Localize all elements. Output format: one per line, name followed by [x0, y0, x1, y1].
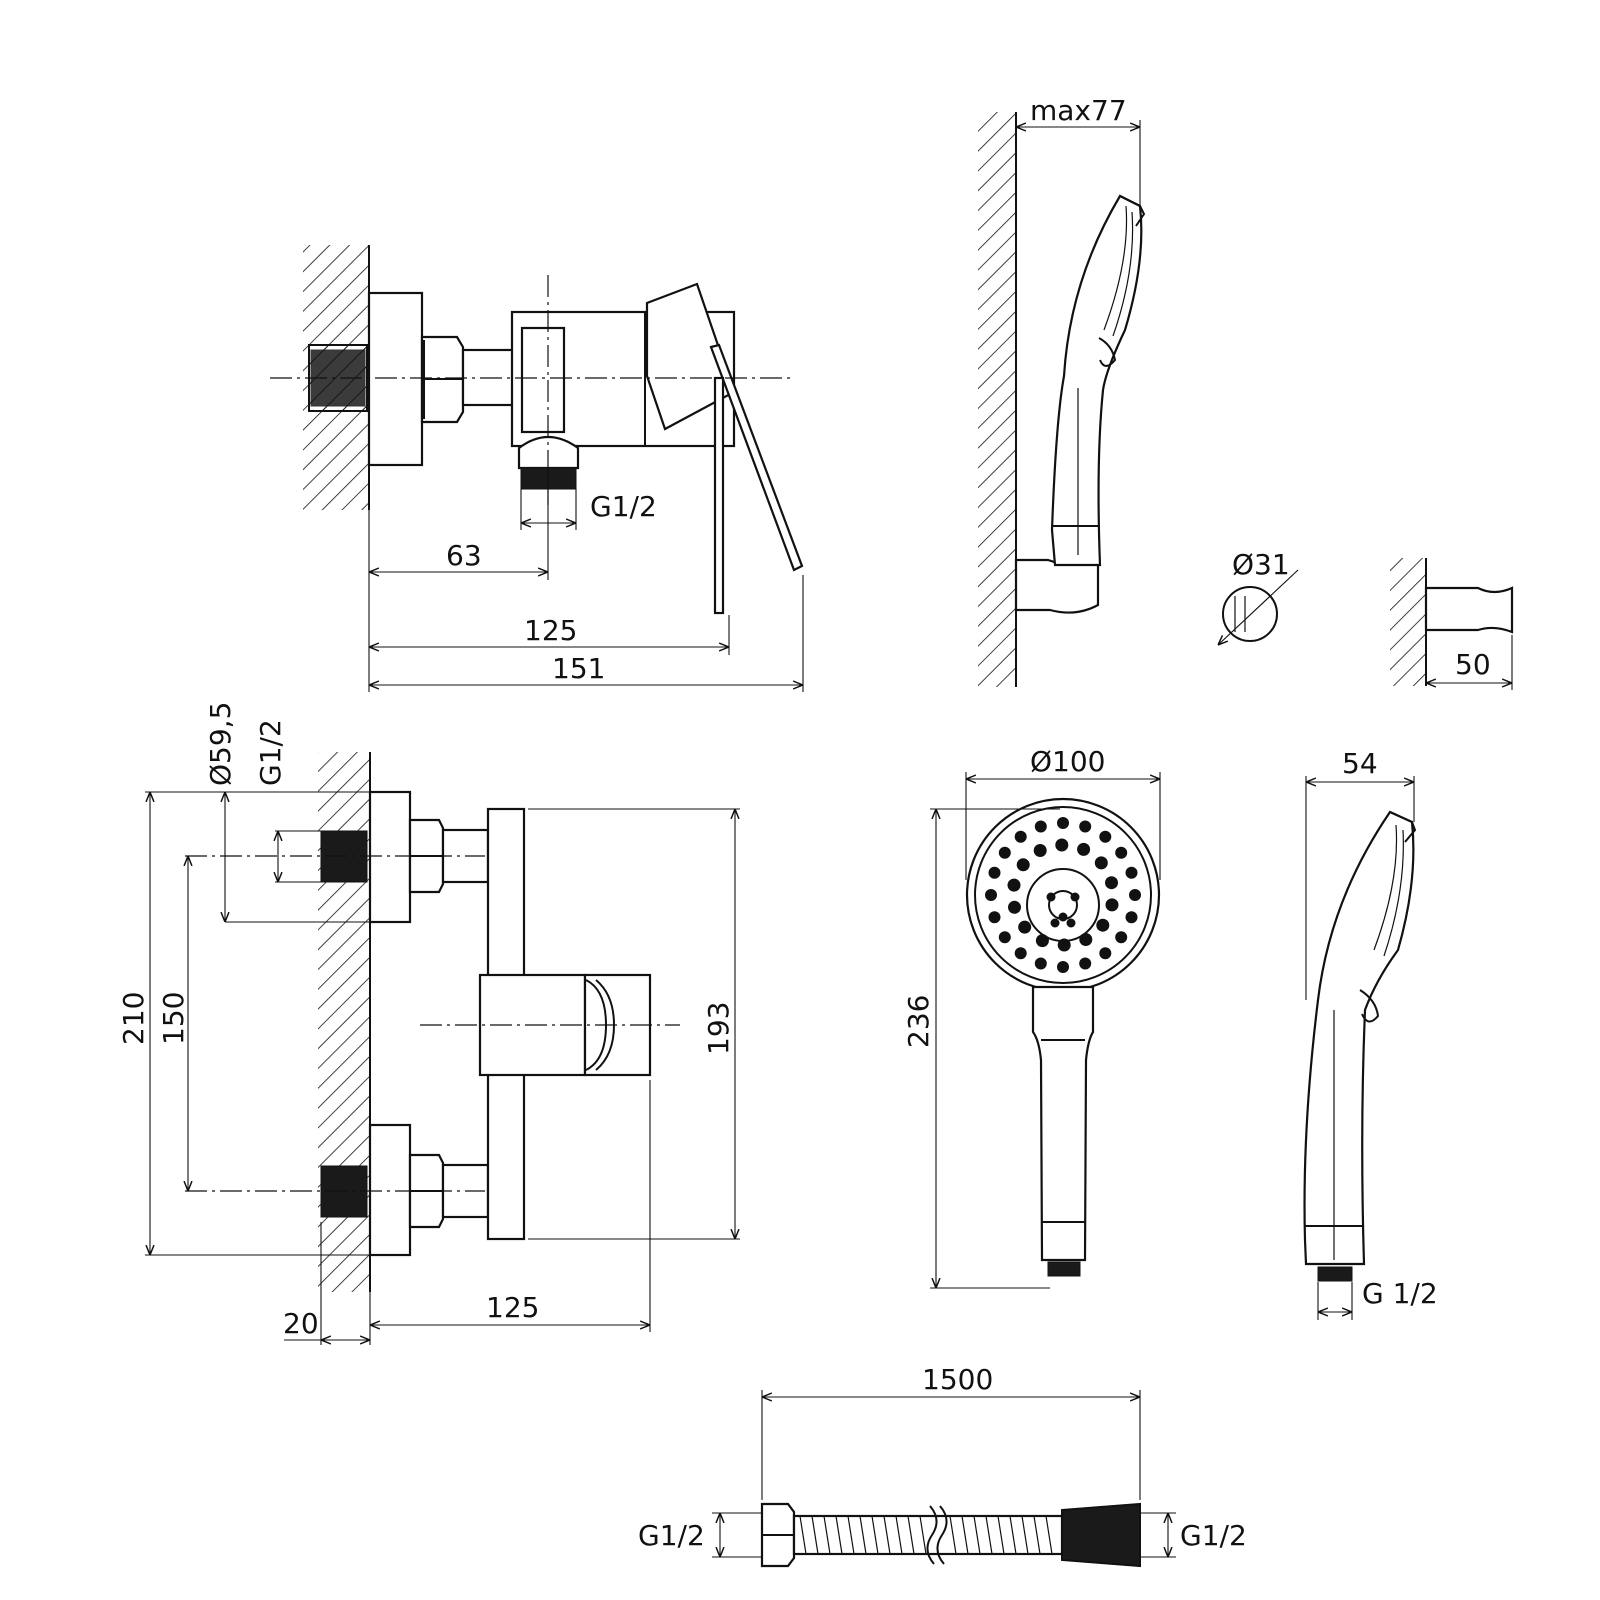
nozzle-dot [1125, 911, 1138, 924]
dim-hose-left-thread: G1/2 [638, 1519, 705, 1552]
dim-20: 20 [283, 1307, 319, 1340]
mixer-front-view: Ø59,5 G1/2 210 150 193 125 20 [117, 702, 740, 1345]
nozzle-dot [1077, 842, 1091, 856]
nozzle-dot [1096, 918, 1110, 932]
nozzle-dot [1129, 889, 1141, 901]
nozzle-dot [1099, 947, 1112, 960]
nozzle-dot [1050, 918, 1060, 928]
nozzle-dot [1079, 820, 1092, 833]
dim-210: 210 [117, 992, 150, 1045]
nozzle-dot [1105, 898, 1119, 912]
nozzle-dot [1079, 957, 1092, 970]
dim-1500: 1500 [922, 1363, 993, 1396]
nozzle-dot [1018, 920, 1032, 934]
dim-side-thread: G 1/2 [1362, 1277, 1438, 1310]
dim-54: 54 [1342, 747, 1378, 780]
dim-63: 63 [446, 539, 482, 572]
nozzle-dot [1035, 934, 1049, 948]
hand-shower-side [1050, 194, 1143, 567]
nozzle-dot [1125, 866, 1138, 879]
nozzle-dot [985, 889, 997, 901]
wall-flange [367, 291, 424, 467]
nozzle-dot [1007, 878, 1021, 892]
nozzle-dot [1034, 957, 1047, 970]
dim-shower-diameter: Ø100 [1030, 745, 1105, 778]
nozzle-dot [1115, 931, 1128, 944]
nozzle-dot [1070, 892, 1080, 902]
mixer-side-view: G1/2 63 125 151 [270, 245, 804, 692]
nozzle-dot [1115, 846, 1128, 859]
shower-handle-front [1031, 985, 1095, 1262]
nozzle-dot [1008, 900, 1021, 914]
spray-nozzles [985, 817, 1141, 973]
nozzle-dot [1099, 830, 1112, 843]
hand-shower-side-view: 54 G 1/2 [1303, 747, 1438, 1320]
dim-hose-right-thread: G1/2 [1180, 1519, 1247, 1552]
nozzle-dot [1066, 918, 1076, 928]
dim-flange-diameter: Ø59,5 [204, 702, 237, 786]
dim-holder-diameter: Ø31 [1232, 548, 1290, 581]
nozzle-dot [1014, 947, 1027, 960]
dim-193: 193 [702, 1002, 735, 1055]
dim-150: 150 [157, 992, 190, 1045]
hose-view: 1500 G1/2 G1/2 [638, 1363, 1247, 1568]
nozzle-dot [1057, 817, 1069, 829]
nozzle-dot [1057, 938, 1071, 952]
dim-outlet-thread: G1/2 [590, 490, 657, 523]
nozzle-dot [988, 911, 1001, 924]
lever-cap [645, 282, 736, 431]
dim-inlet-thread: G1/2 [254, 719, 287, 786]
nozzle-dot [1033, 844, 1047, 857]
wall-hatch-right [978, 112, 1016, 687]
holder-detail [1424, 586, 1514, 634]
nozzle-dot [1058, 912, 1068, 922]
nozzle-dot [1079, 933, 1093, 946]
nozzle-dot [1094, 856, 1108, 870]
hand-shower-front-view: Ø100 236 [902, 745, 1161, 1289]
nozzle-dot [1014, 830, 1027, 843]
holder-side-view: max77 Ø31 50 [978, 94, 1514, 690]
holder-diameter-circle [1222, 586, 1278, 642]
lever [709, 343, 804, 572]
dim-125-front: 125 [486, 1291, 539, 1324]
nozzle-dot [1046, 892, 1056, 902]
nozzle-dot [998, 931, 1011, 944]
dim-50: 50 [1455, 648, 1491, 681]
nozzle-dot [1055, 838, 1069, 852]
nozzle-dot [1034, 820, 1047, 833]
dim-max77: max77 [1030, 94, 1127, 127]
shower-holder [1014, 556, 1100, 614]
nozzle-dot [998, 846, 1011, 859]
nozzle-dot [1016, 858, 1030, 872]
dim-125-side: 125 [524, 614, 577, 647]
nozzle-dot [988, 866, 1001, 879]
nozzle-dot [1057, 961, 1069, 973]
dim-236: 236 [902, 995, 935, 1048]
nozzle-dot [1105, 876, 1118, 890]
hose-right-cone [1061, 1502, 1141, 1568]
dim-151: 151 [552, 652, 605, 685]
shower-side-profile [1303, 810, 1415, 1266]
